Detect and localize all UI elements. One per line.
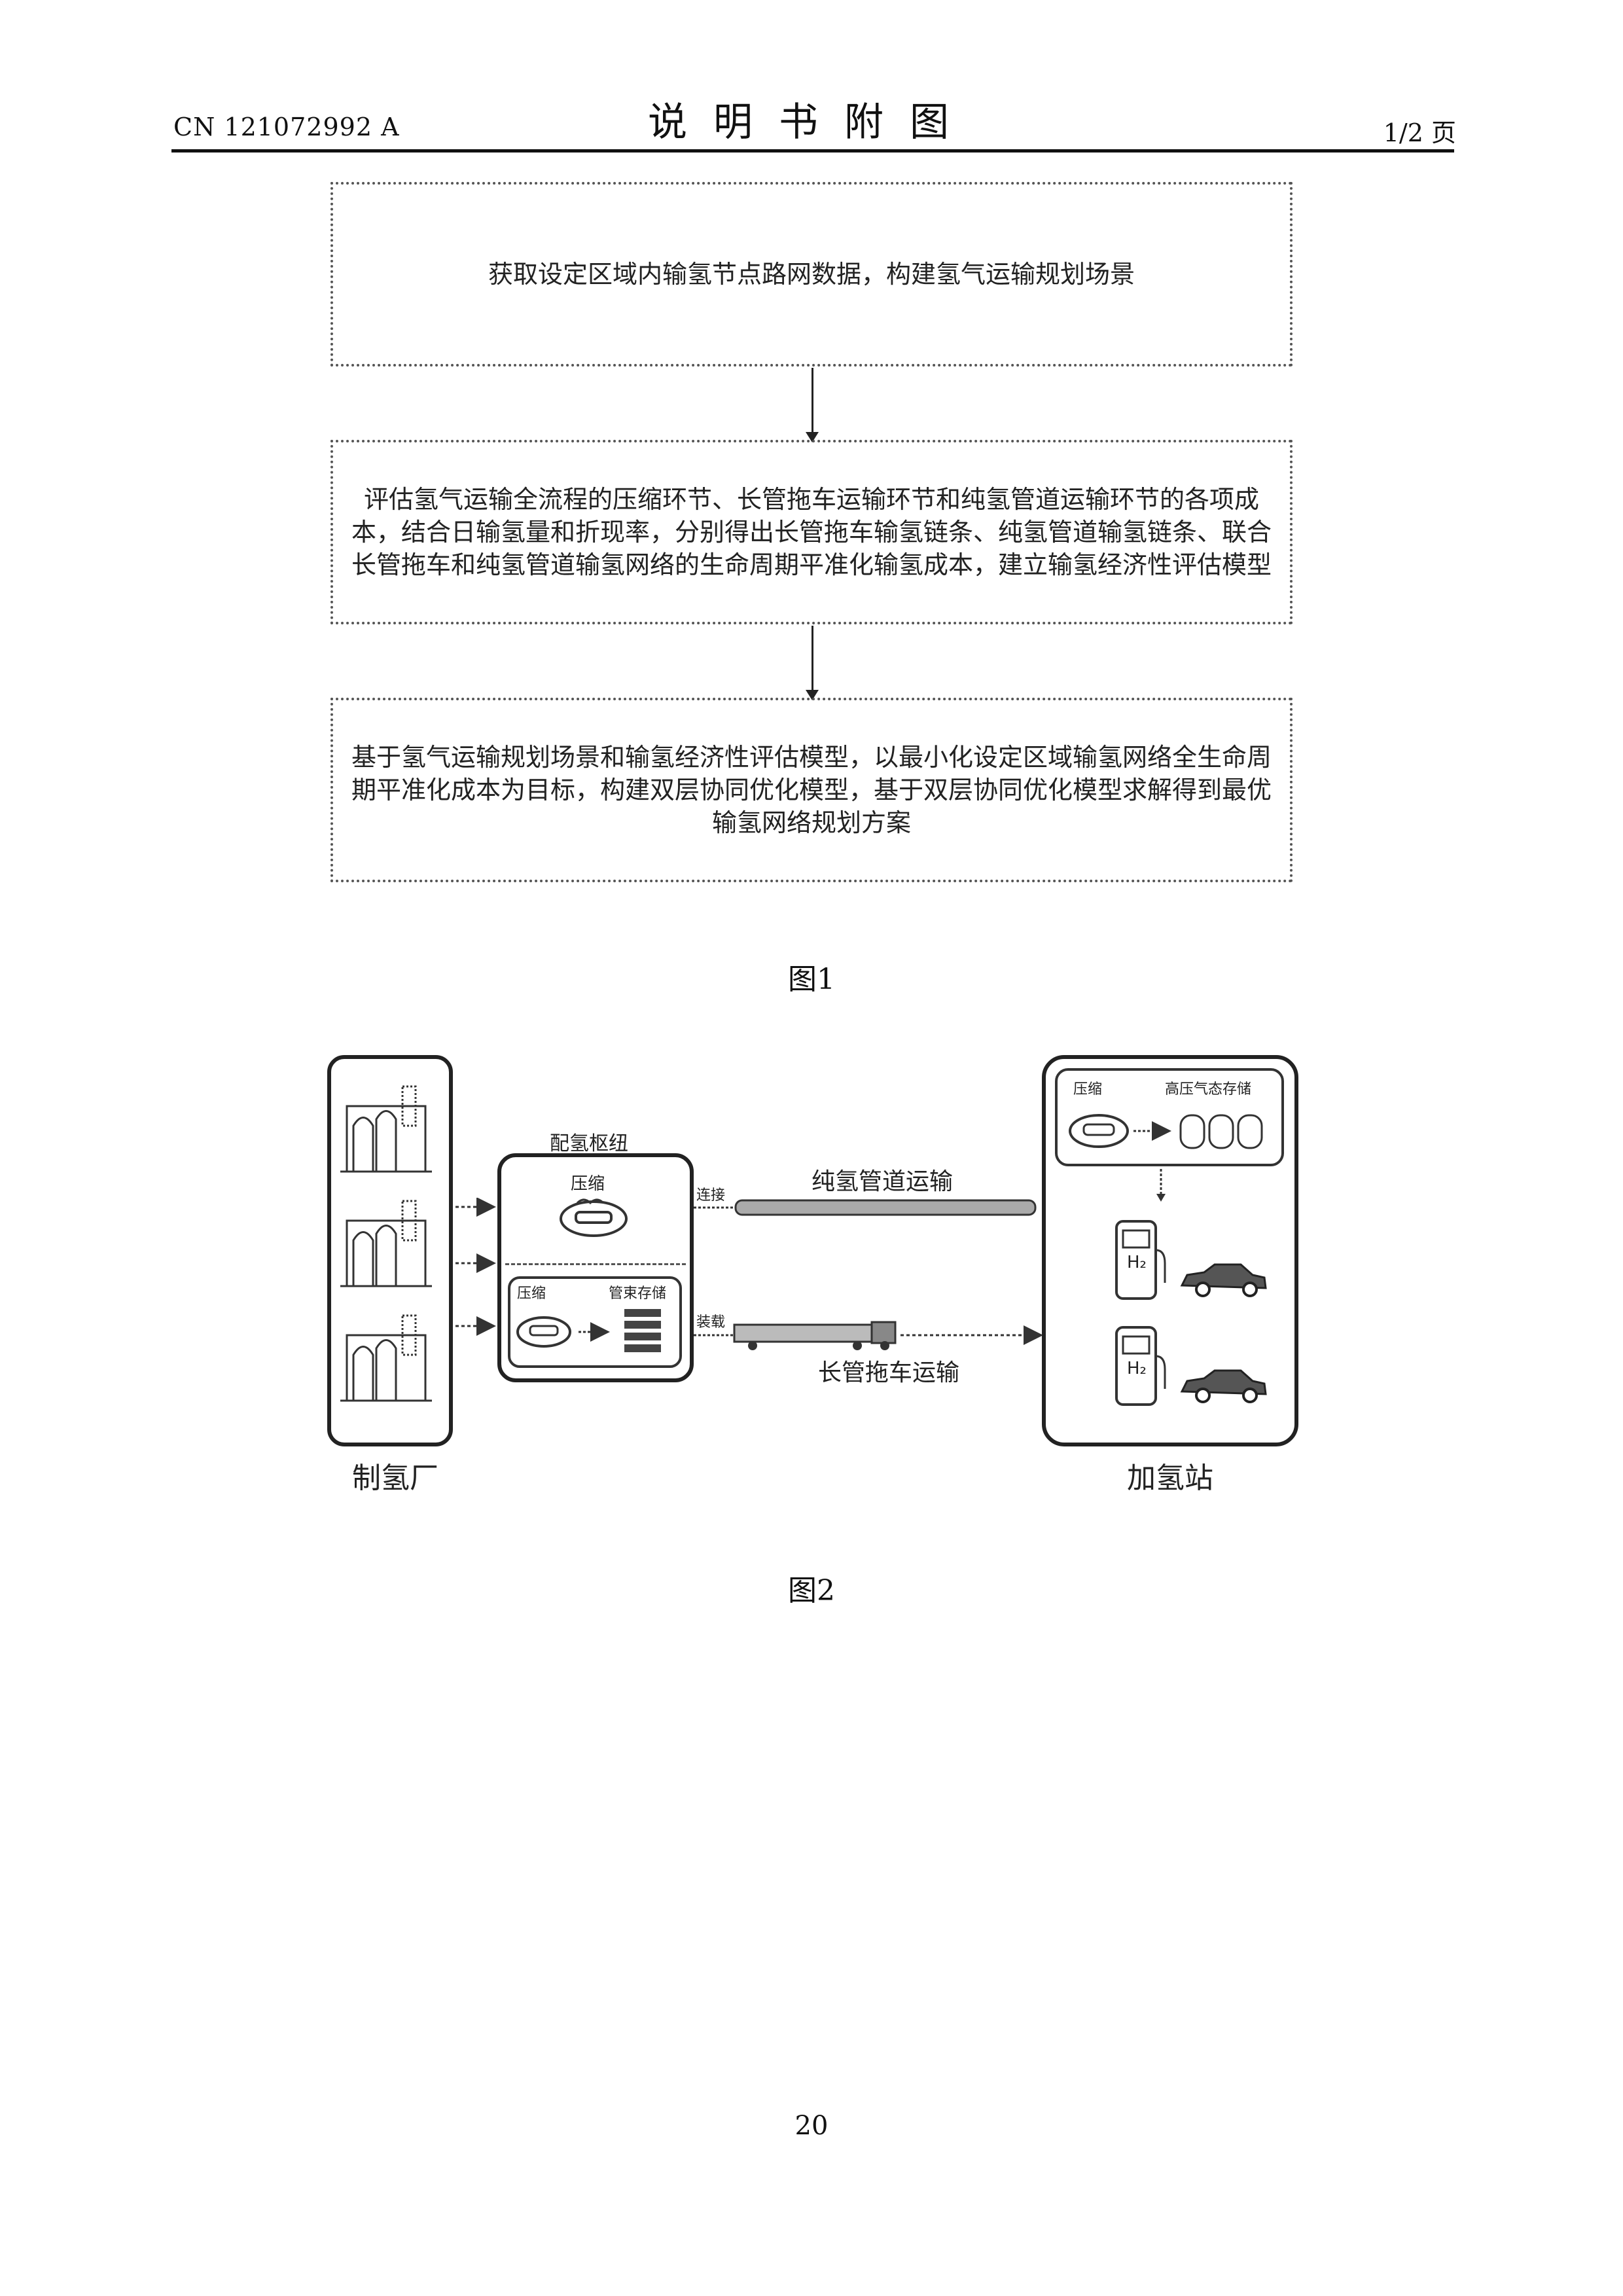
compress-to-storage-icons bbox=[514, 1302, 678, 1361]
hub-compress-label-bottom: 压缩 bbox=[517, 1282, 546, 1302]
station-compress-store-icons bbox=[1063, 1100, 1279, 1158]
factory-icon-1 bbox=[340, 1086, 432, 1172]
tube-trailer-icon bbox=[694, 1314, 1047, 1354]
flow-arrow-1 bbox=[812, 368, 813, 433]
pipeline-label: 纯氢管道运输 bbox=[812, 1162, 953, 1196]
flow-step-2-text: 评估氢气运输全流程的压缩环节、长管拖车运输环节和纯氢管道运输环节的各项成本，结合… bbox=[346, 483, 1277, 581]
station-label: 加氢站 bbox=[1127, 1454, 1213, 1496]
car-icon-1 bbox=[1178, 1259, 1270, 1299]
factory-icon-3 bbox=[340, 1316, 432, 1401]
flow-step-2: 评估氢气运输全流程的压缩环节、长管拖车运输环节和纯氢管道运输环节的各项成本，结合… bbox=[330, 440, 1293, 624]
page-number: 20 bbox=[0, 2111, 1623, 2141]
flow-step-1: 获取设定区域内输氢节点路网数据，构建氢气运输规划场景 bbox=[330, 182, 1293, 367]
factory-icons bbox=[340, 1080, 438, 1427]
compressor-icon-top bbox=[558, 1193, 630, 1238]
figure-1-caption: 图1 bbox=[713, 956, 910, 997]
plant-to-hub-arrows bbox=[453, 1198, 497, 1342]
plant-label: 制氢厂 bbox=[352, 1454, 438, 1496]
hub-compress-label-top: 压缩 bbox=[571, 1170, 605, 1194]
station-down-arrow bbox=[1154, 1169, 1168, 1202]
h2-label-2: H₂ bbox=[1127, 1359, 1147, 1378]
tube-storage-label: 管束存储 bbox=[609, 1282, 666, 1302]
page-title: 说明书附图 bbox=[0, 90, 1623, 147]
trailer-label: 长管拖车运输 bbox=[818, 1354, 959, 1388]
flow-step-3-text: 基于氢气运输规划场景和输氢经济性评估模型，以最小化设定区域输氢网络全生命周期平准… bbox=[349, 741, 1274, 839]
station-compress-label: 压缩 bbox=[1073, 1077, 1102, 1098]
factory-icon-2 bbox=[340, 1201, 432, 1286]
page-fraction: 1/2 页 bbox=[1383, 113, 1456, 149]
flow-step-1-text: 获取设定区域内输氢节点路网数据，构建氢气运输规划场景 bbox=[488, 258, 1135, 291]
figure-2-caption: 图2 bbox=[713, 1567, 910, 1609]
station-storage-label: 高压气态存储 bbox=[1165, 1077, 1251, 1098]
h2-label-1: H₂ bbox=[1127, 1253, 1147, 1272]
header-divider bbox=[171, 149, 1454, 152]
pipeline-icon bbox=[694, 1198, 1041, 1217]
car-icon-2 bbox=[1178, 1365, 1270, 1405]
flow-step-3: 基于氢气运输规划场景和输氢经济性评估模型，以最小化设定区域输氢网络全生命周期平准… bbox=[330, 698, 1293, 882]
hub-divider bbox=[505, 1263, 686, 1265]
hub-label: 配氢枢纽 bbox=[550, 1127, 628, 1156]
flow-arrow-2 bbox=[812, 626, 813, 691]
